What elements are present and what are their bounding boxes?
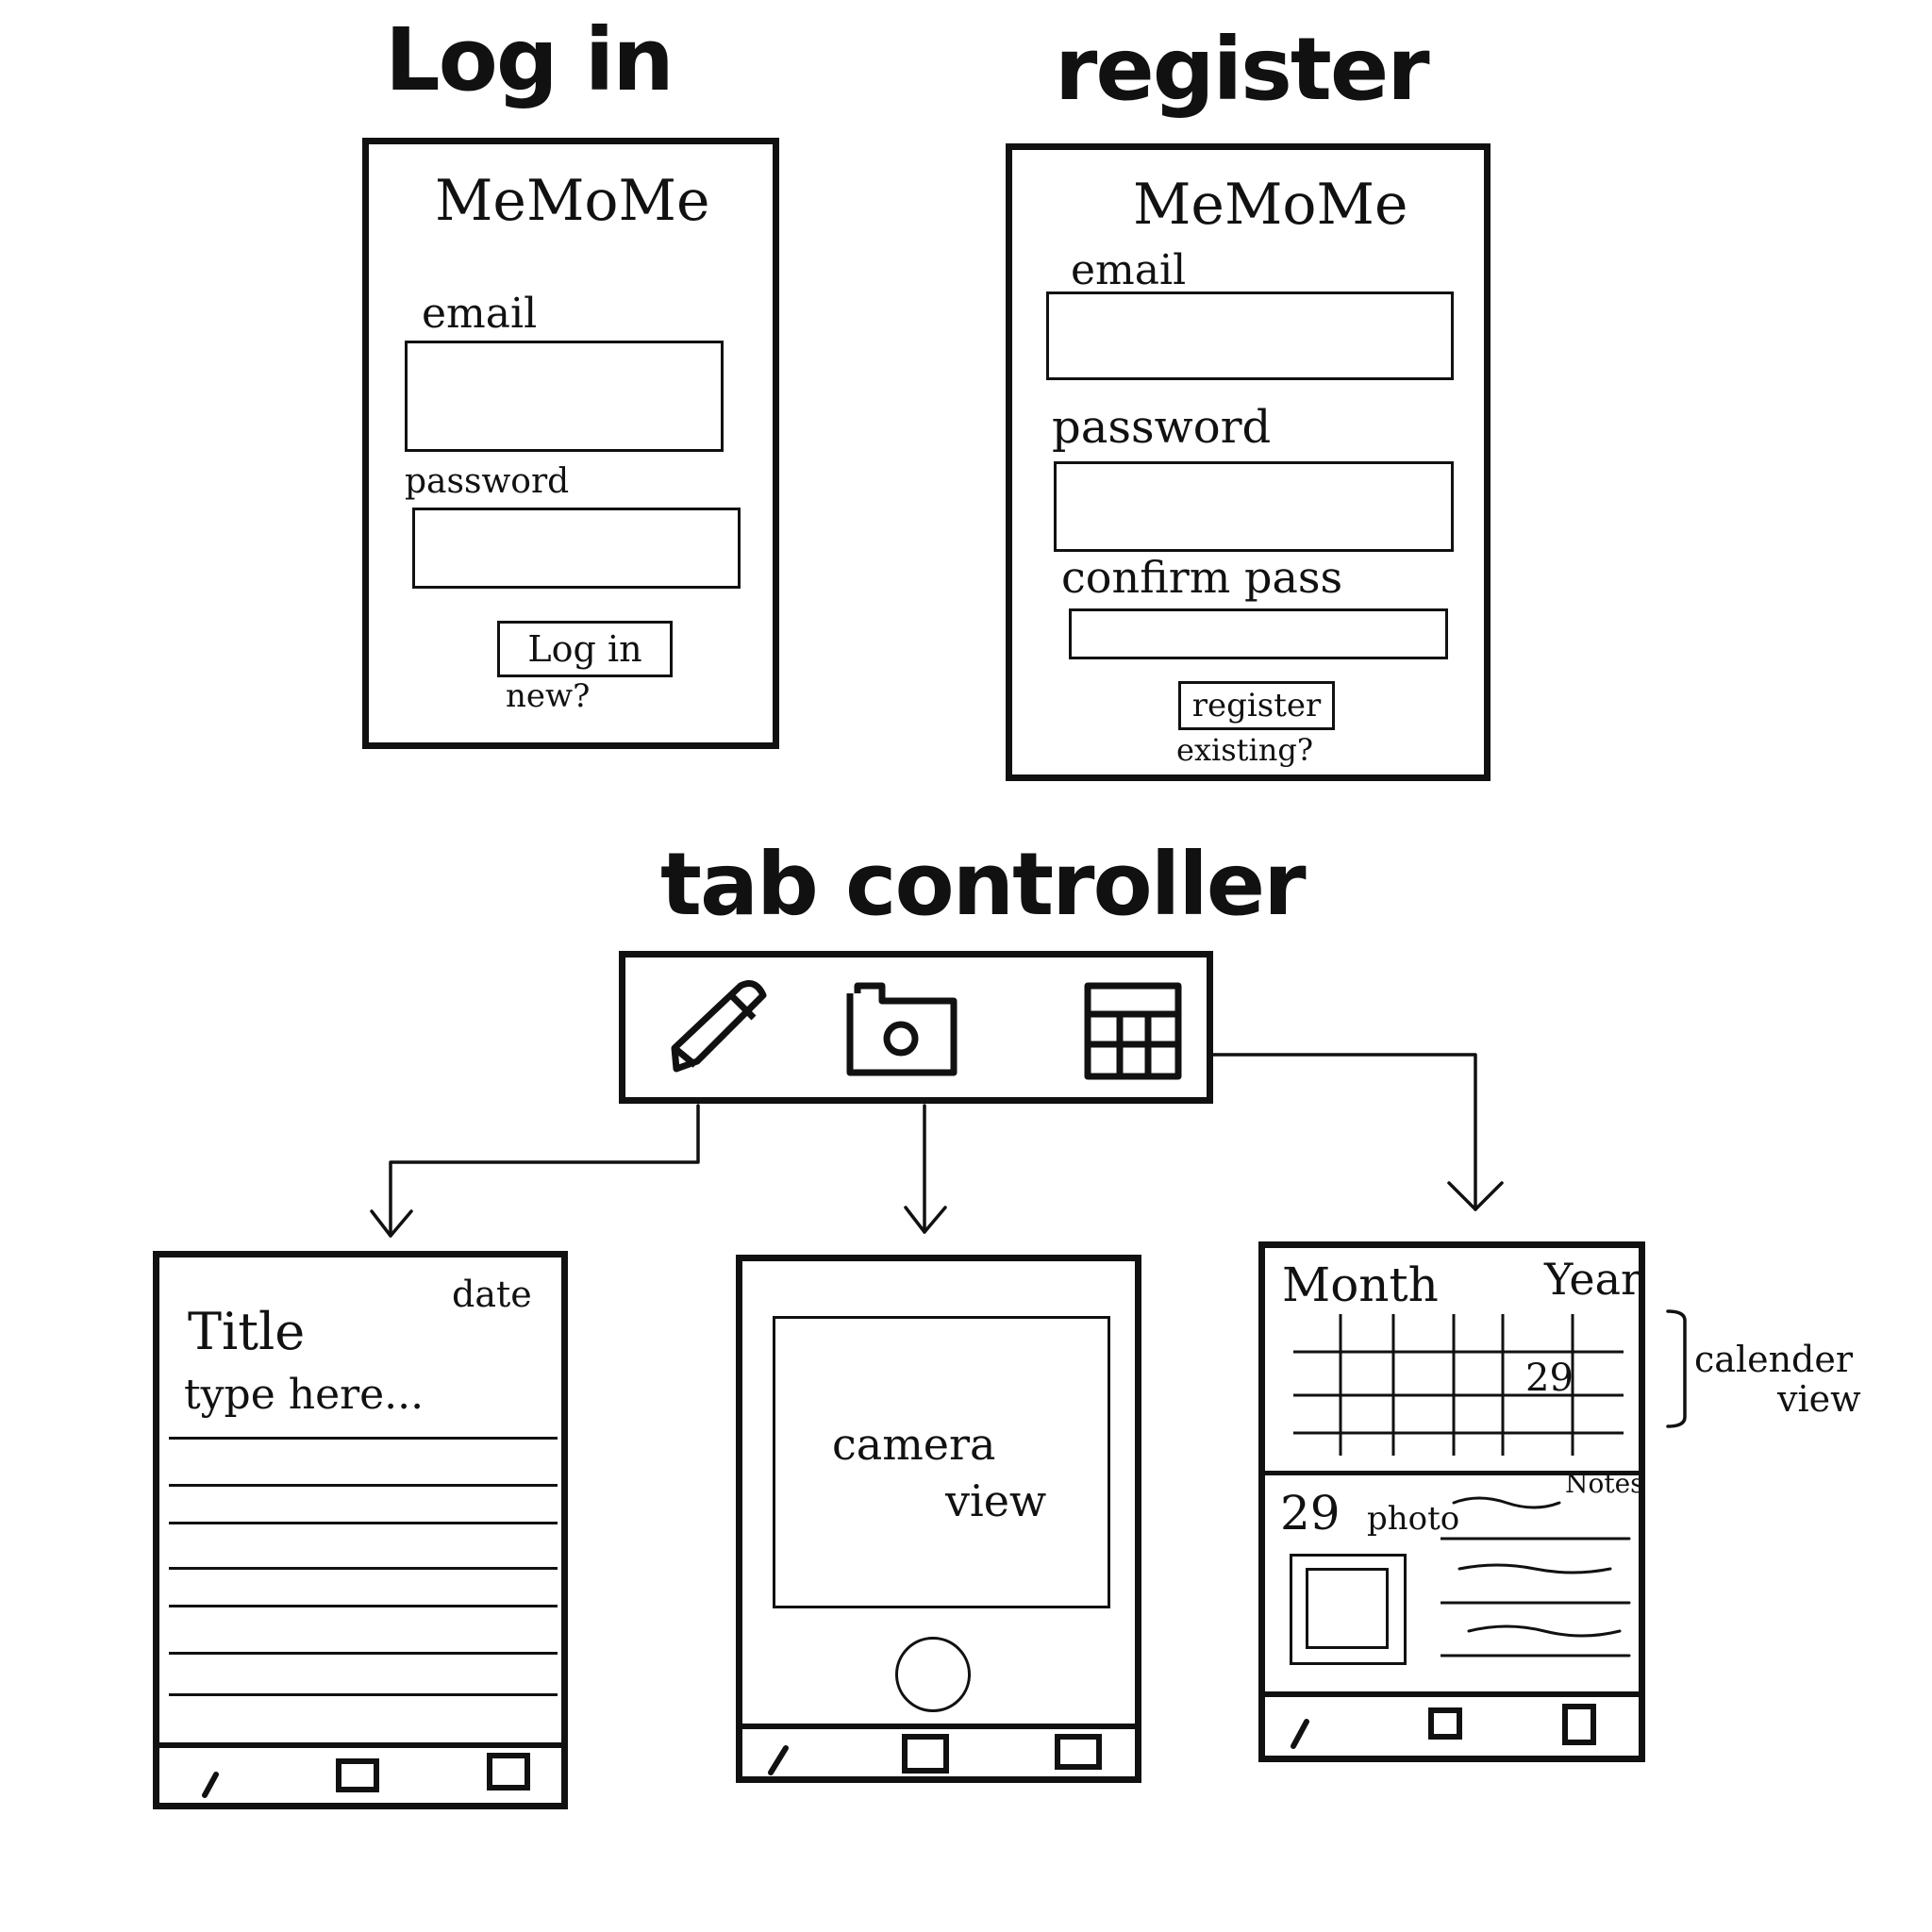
note-line bbox=[169, 1652, 558, 1655]
note-line bbox=[169, 1484, 558, 1487]
calendar-view-annotation-1: calender bbox=[1694, 1339, 1854, 1380]
camera-viewfinder: camera view bbox=[773, 1316, 1110, 1608]
note-line bbox=[169, 1605, 558, 1607]
register-email-label: email bbox=[1071, 246, 1187, 294]
calendar-screen: Month Year 29 29 photo Notes bbox=[1258, 1241, 1645, 1762]
calendar-view-annotation-2: view bbox=[1777, 1378, 1861, 1420]
day-notes-preview bbox=[1441, 1496, 1631, 1657]
login-password-label: password bbox=[405, 462, 570, 501]
calendar-icon bbox=[1084, 982, 1182, 1080]
photo-thumbnail bbox=[1306, 1568, 1389, 1649]
calendar-tab-bar bbox=[1265, 1691, 1639, 1756]
calendar-year-label: Year bbox=[1544, 1254, 1642, 1305]
register-password-label: password bbox=[1052, 401, 1272, 454]
note-line bbox=[169, 1437, 558, 1440]
calendar-icon bbox=[1562, 1704, 1596, 1745]
calendar-icon bbox=[1055, 1734, 1102, 1770]
register-password-field[interactable] bbox=[1054, 461, 1454, 552]
shutter-button[interactable] bbox=[895, 1637, 971, 1712]
tab-controller-heading: tab controller bbox=[660, 834, 1307, 935]
mini-tab-icons bbox=[202, 1753, 530, 1798]
camera-screen: camera view bbox=[736, 1255, 1141, 1783]
pencil-icon bbox=[202, 1772, 219, 1798]
note-body-placeholder[interactable]: type here... bbox=[184, 1371, 425, 1419]
camera-icon bbox=[902, 1734, 949, 1774]
login-email-field[interactable] bbox=[405, 341, 724, 452]
notes-screen: date Title type here... bbox=[153, 1251, 568, 1809]
login-screen: MeMoMe email password Log in new? bbox=[362, 138, 779, 749]
calendar-divider bbox=[1265, 1471, 1639, 1475]
calendar-month-label: Month bbox=[1282, 1257, 1439, 1312]
existing-user-link[interactable]: existing? bbox=[1176, 732, 1313, 768]
note-line bbox=[169, 1522, 558, 1524]
register-email-field[interactable] bbox=[1046, 291, 1454, 380]
note-title-field[interactable]: Title bbox=[188, 1302, 306, 1361]
new-user-link[interactable]: new? bbox=[506, 677, 591, 715]
calendar-icon bbox=[487, 1753, 530, 1790]
login-heading: Log in bbox=[385, 9, 675, 110]
photo-label: photo bbox=[1367, 1500, 1460, 1538]
register-button[interactable]: register bbox=[1178, 681, 1335, 730]
camera-view-label-1: camera bbox=[832, 1419, 996, 1470]
camera-tab-bar bbox=[742, 1724, 1135, 1776]
login-button[interactable]: Log in bbox=[497, 621, 673, 677]
camera-icon bbox=[1428, 1707, 1462, 1740]
calendar-grid bbox=[1293, 1314, 1624, 1456]
mini-tab-icons bbox=[1291, 1704, 1596, 1749]
day-photo-frame[interactable] bbox=[1290, 1554, 1407, 1665]
login-email-label: email bbox=[422, 290, 538, 338]
calendar-day-cell[interactable]: 29 bbox=[1525, 1357, 1574, 1400]
camera-view-label-2: view bbox=[945, 1475, 1047, 1526]
pencil-icon bbox=[1291, 1719, 1309, 1749]
tab-notes[interactable] bbox=[663, 974, 776, 1088]
tab-controller-bar bbox=[619, 951, 1213, 1104]
pencil-icon bbox=[768, 1745, 789, 1775]
notes-label: Notes bbox=[1565, 1468, 1644, 1499]
pencil-icon bbox=[671, 980, 767, 1073]
tab-calendar[interactable] bbox=[1082, 980, 1184, 1082]
tab-camera[interactable] bbox=[844, 976, 961, 1082]
selected-day-number: 29 bbox=[1280, 1486, 1341, 1541]
camera-icon bbox=[846, 982, 958, 1076]
camera-icon bbox=[336, 1758, 379, 1792]
note-line bbox=[169, 1693, 558, 1696]
login-password-field[interactable] bbox=[412, 508, 741, 589]
note-line bbox=[169, 1567, 558, 1570]
login-app-name: MeMoMe bbox=[435, 168, 710, 234]
register-screen: MeMoMe email password confirm pass regis… bbox=[1006, 143, 1491, 781]
register-confirm-field[interactable] bbox=[1069, 608, 1448, 659]
notes-tab-bar bbox=[159, 1742, 561, 1803]
mini-tab-icons bbox=[768, 1734, 1102, 1775]
register-app-name: MeMoMe bbox=[1133, 172, 1408, 238]
register-confirm-label: confirm pass bbox=[1061, 552, 1343, 603]
register-heading: register bbox=[1055, 19, 1430, 120]
note-date-label: date bbox=[452, 1274, 532, 1315]
